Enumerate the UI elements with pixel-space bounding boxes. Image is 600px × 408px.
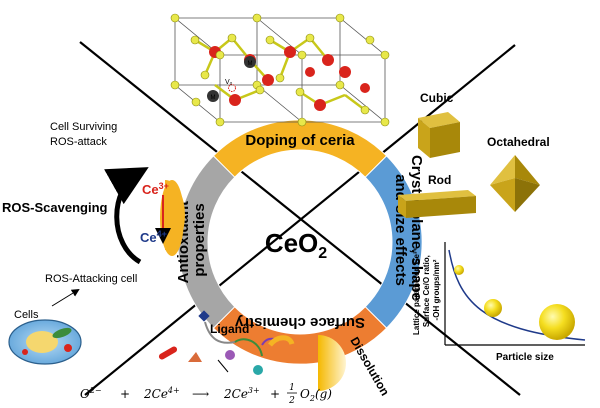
rod-shape	[398, 190, 476, 218]
svg-text:1: 1	[289, 383, 295, 393]
octahedron-shape	[490, 155, 540, 212]
lattice-m-label-2: M	[211, 95, 216, 101]
lattice-m-label-1: M	[248, 61, 253, 67]
svg-text:2: 2	[288, 396, 295, 406]
cell-surviving-line1: Cell Surviving	[50, 121, 117, 133]
dissolution-sphere	[318, 335, 346, 391]
svg-text:+: +	[270, 387, 280, 401]
ce4-label: Ce4+	[140, 229, 167, 245]
ce3-label: Ce3+	[142, 181, 169, 197]
particle-medium	[484, 299, 502, 317]
particle-small	[454, 265, 464, 275]
crystal-lattice: M M Vₒ	[170, 13, 390, 127]
ros-scavenging-label: ROS-Scavenging	[2, 200, 108, 215]
ligand-label: Ligand	[210, 322, 249, 336]
center-label: CeO2	[265, 228, 327, 262]
cube-shape	[418, 112, 460, 158]
svg-text:+: +	[120, 387, 130, 401]
plot-xlabel: Particle size	[496, 352, 554, 363]
cells-label: Cells	[14, 309, 39, 321]
nanoparticle-shapes: Cubic Octahedral Rod	[398, 91, 550, 218]
ring-label-surface: Surface chemistry	[234, 314, 365, 331]
ros-cycle-arc	[104, 167, 149, 265]
ring-segment-antioxidant	[177, 155, 236, 329]
redox-equation: O2− + 2Ce4+ ⟶ 2Ce3+ + 1 2 O2(g)	[80, 383, 332, 406]
shape-cubic-label: Cubic	[420, 91, 454, 105]
ros-attacking-label: ROS-Attacking cell	[45, 273, 137, 285]
svg-text:⟶: ⟶	[192, 387, 209, 401]
svg-text:O2(g): O2(g)	[300, 387, 332, 403]
ros-scavenging-panel: Cell Surviving ROS-attack ROS-Scavenging…	[2, 121, 185, 365]
dissolution-label: Dissolution	[347, 335, 392, 399]
svg-text:O2−: O2−	[80, 386, 102, 401]
particle-large	[539, 304, 575, 340]
lattice-vacancy-label: Vₒ	[225, 79, 233, 86]
svg-text:2Ce4+: 2Ce4+	[143, 386, 180, 401]
shape-rod-label: Rod	[428, 173, 451, 187]
ring-label-doping: Doping of ceria	[245, 132, 355, 149]
cross-lines	[79, 41, 521, 396]
cell-surviving-line2: ROS-attack	[50, 136, 107, 148]
shape-octahedral-label: Octahedral	[487, 135, 550, 149]
svg-text:2Ce3+: 2Ce3+	[223, 386, 260, 401]
plot-ylabel: Lattice parameter, Ce³⁺ Surface Ce/O rat…	[412, 245, 441, 335]
size-effect-plot: Lattice parameter, Ce³⁺ Surface Ce/O rat…	[412, 242, 586, 363]
